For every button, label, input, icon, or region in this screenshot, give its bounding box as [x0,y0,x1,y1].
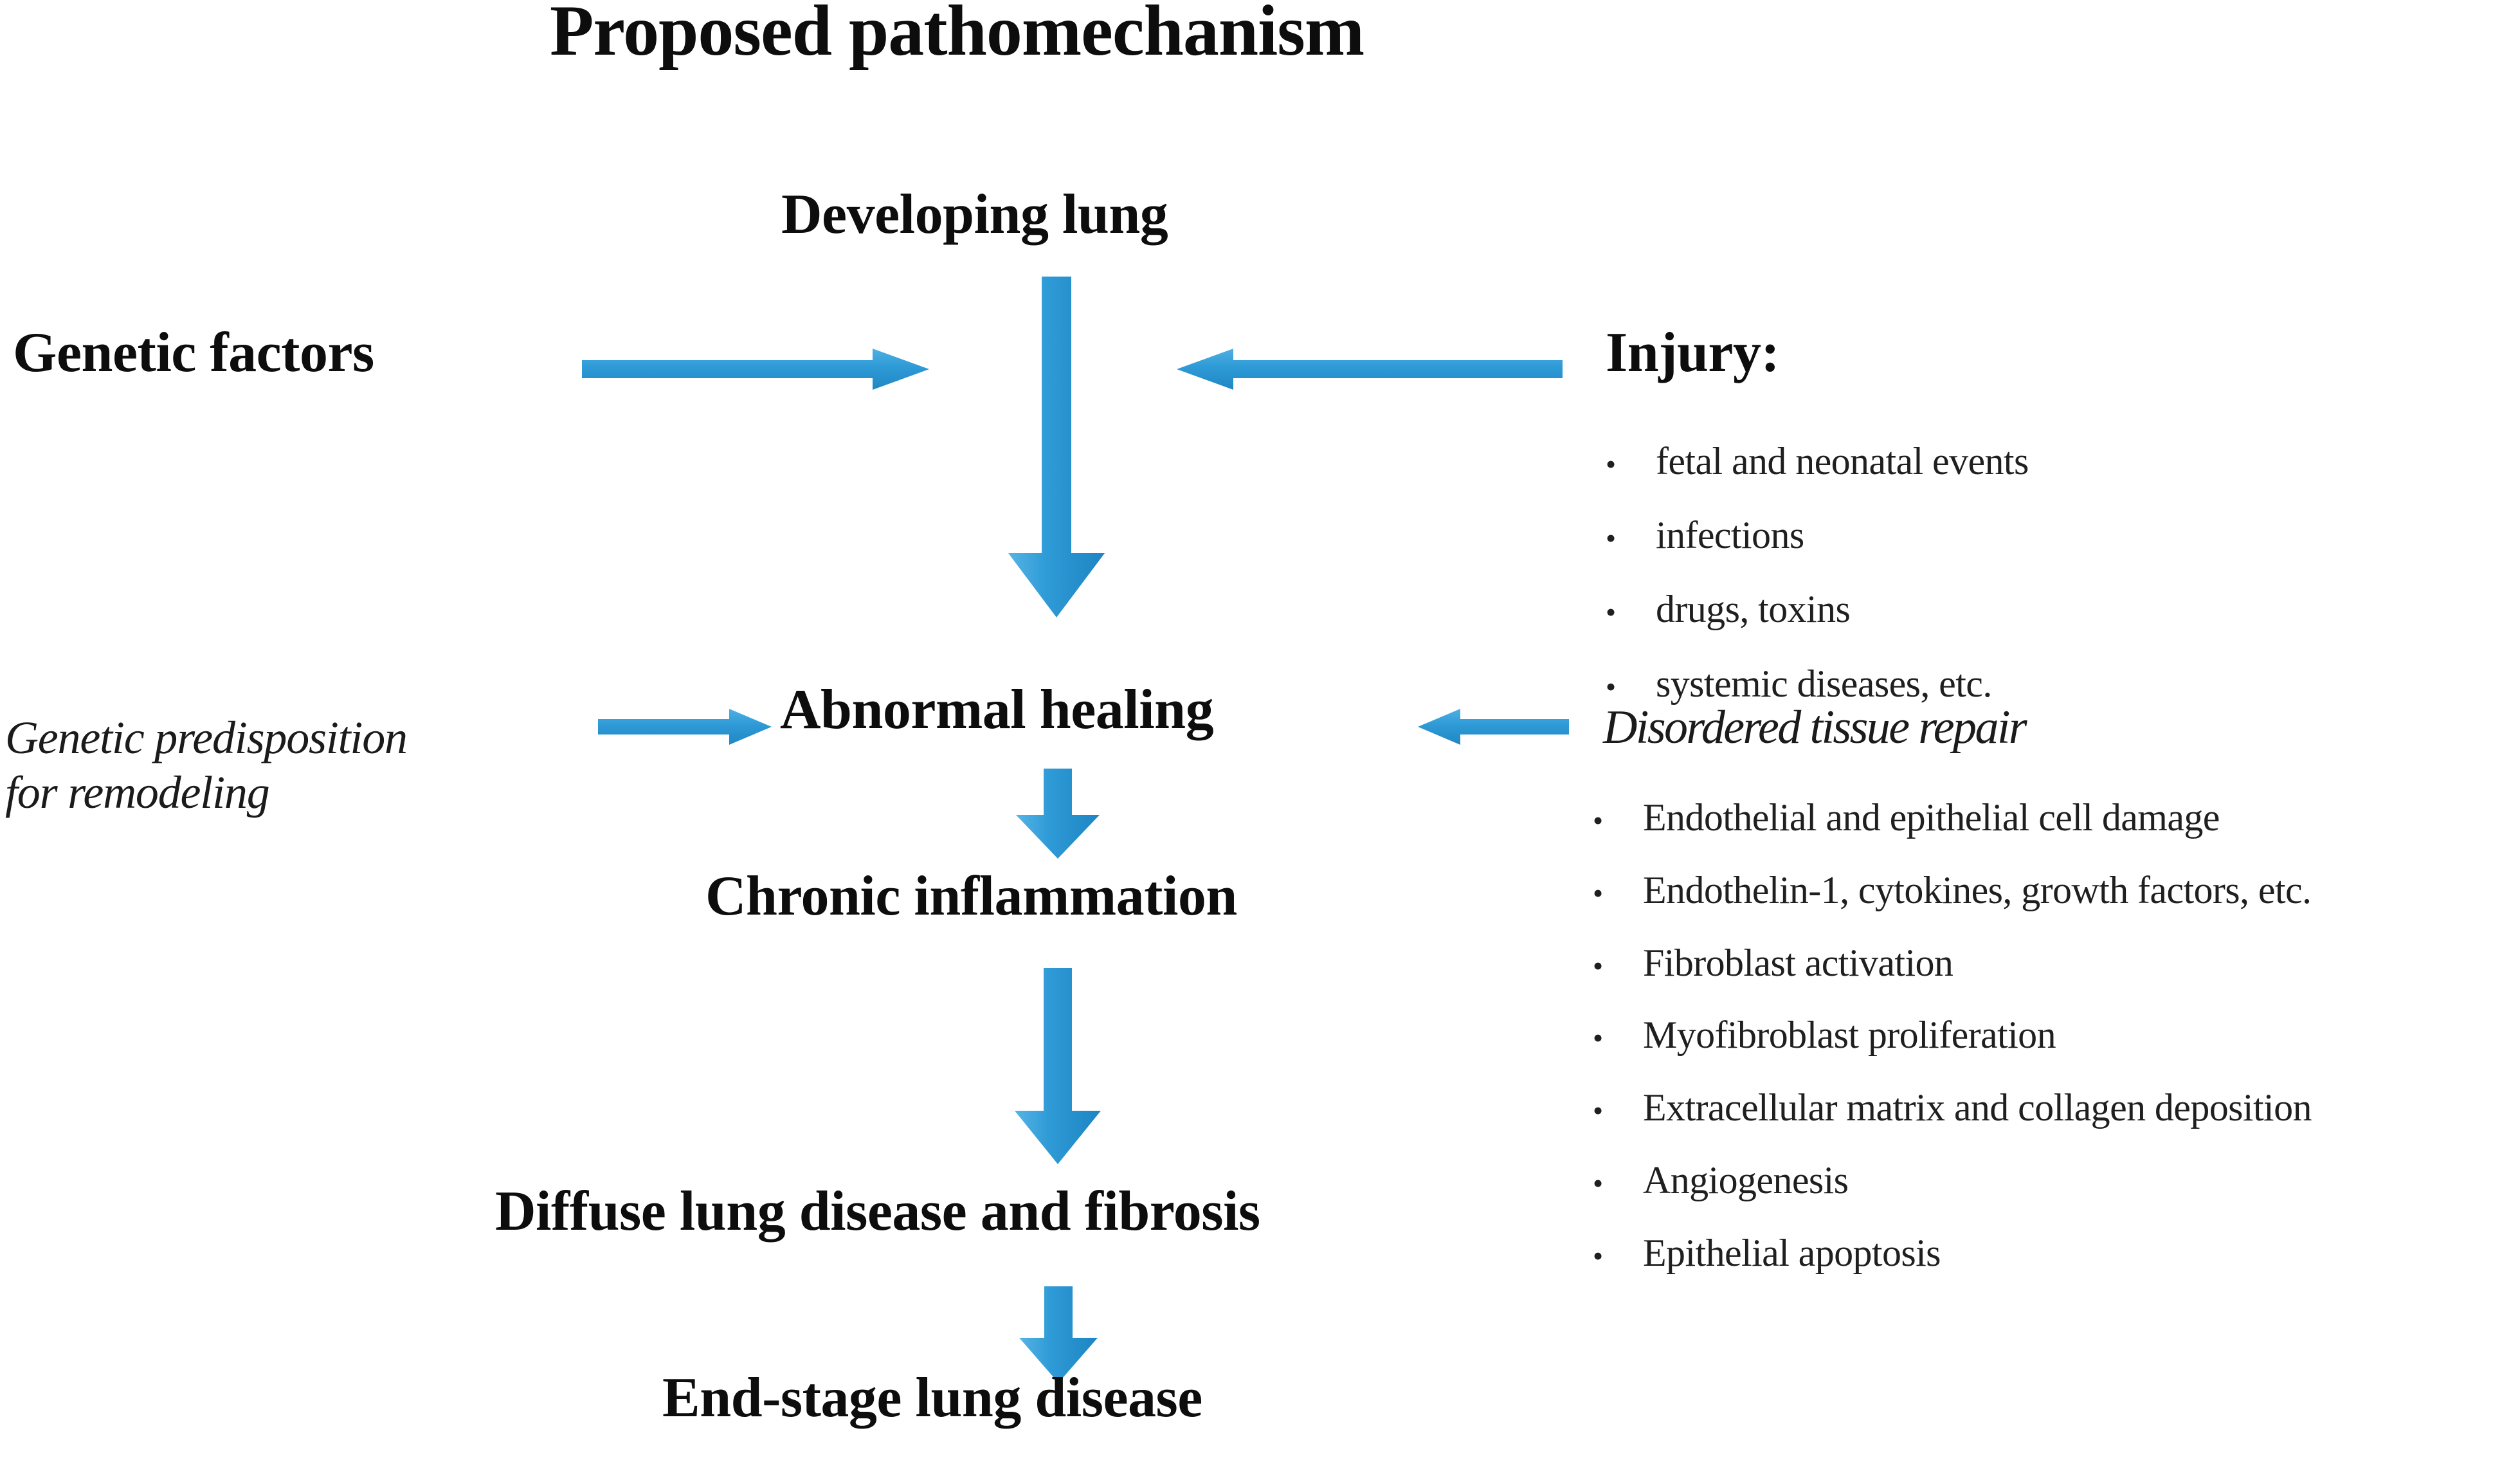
list-item: • Myofibroblast proliferation [1593,999,2312,1072]
bullet-dot-icon: • [1606,596,1616,629]
arrow-lung-to-abnormal-icon [1008,277,1105,617]
bullet-dot-icon: • [1593,1021,1603,1055]
list-item: • drugs, toxins [1606,572,2029,646]
list-item-label: Extracellular matrix and collagen deposi… [1643,1086,2312,1129]
arrow-repair-to-abnormal-icon [1418,707,1569,746]
note-line-2: for remodeling [5,766,270,818]
list-item: • Fibroblast activation [1593,927,2312,999]
node-abnormal-healing: Abnormal healing [780,679,1214,741]
bullet-dot-icon: • [1593,804,1603,837]
list-item-label: infections [1656,514,1804,557]
list-item-label: fetal and neonatal events [1656,440,2029,482]
bullet-dot-icon: • [1593,949,1603,982]
list-item-label: systemic diseases, etc. [1656,662,1992,705]
list-item-label: Fibroblast activation [1643,941,1953,984]
list-item-label: Endothelin-1, cytokines, growth factors,… [1643,868,2312,911]
bullet-dot-icon: • [1593,1094,1603,1127]
bullet-dot-icon: • [1593,876,1603,909]
page-title: Proposed pathomechanism [550,0,1364,71]
list-item: • infections [1606,498,2029,572]
bullet-dot-icon: • [1593,1239,1603,1272]
node-injury-heading: Injury: [1606,322,1780,384]
bullet-dot-icon: • [1606,448,1616,480]
node-developing-lung: Developing lung [781,183,1168,246]
arrow-predisposition-to-abnormal-icon [598,707,772,746]
injury-bullet-list: • fetal and neonatal events • infections… [1606,424,2029,721]
list-item: • Endothelin-1, cytokines, growth factor… [1593,854,2312,927]
node-chronic-inflammation: Chronic inflammation [705,865,1237,927]
list-item-label: Angiogenesis [1643,1158,1849,1201]
bullet-dot-icon: • [1606,522,1616,555]
arrow-injury-to-lung-icon [1177,346,1563,392]
list-item-label: drugs, toxins [1656,588,1851,631]
node-diffuse-lung-disease: Diffuse lung disease and fibrosis [495,1180,1260,1243]
list-item: • Extracellular matrix and collagen depo… [1593,1072,2312,1144]
list-item-label: Epithelial apoptosis [1643,1231,1941,1274]
list-item-label: Endothelial and epithelial cell damage [1643,796,2220,839]
bullet-dot-icon: • [1606,670,1616,703]
node-end-stage-lung-disease: End-stage lung disease [662,1367,1202,1429]
note-line-1: Genetic predisposition [5,712,408,763]
list-item: • fetal and neonatal events [1606,424,2029,498]
arrow-diffuse-to-endstage-icon [1019,1286,1098,1383]
list-item: • Epithelial apoptosis [1593,1217,2312,1290]
list-item: • Angiogenesis [1593,1144,2312,1217]
arrow-genetic-to-lung-icon [582,346,929,392]
list-item-label: Myofibroblast proliferation [1643,1014,2056,1057]
arrow-chronic-to-diffuse-icon [1015,968,1101,1164]
arrow-abnormal-to-chronic-icon [1016,769,1100,859]
note-disordered-tissue-repair: Disordered tissue repair [1603,701,2027,754]
tissue-repair-bullet-list: • Endothelial and epithelial cell damage… [1593,781,2312,1290]
list-item: • systemic diseases, etc. [1606,647,2029,721]
list-item: • Endothelial and epithelial cell damage [1593,781,2312,854]
node-genetic-factors: Genetic factors [13,322,374,384]
bullet-dot-icon: • [1593,1166,1603,1200]
note-genetic-predisposition: Genetic predisposition for remodeling [5,711,408,820]
